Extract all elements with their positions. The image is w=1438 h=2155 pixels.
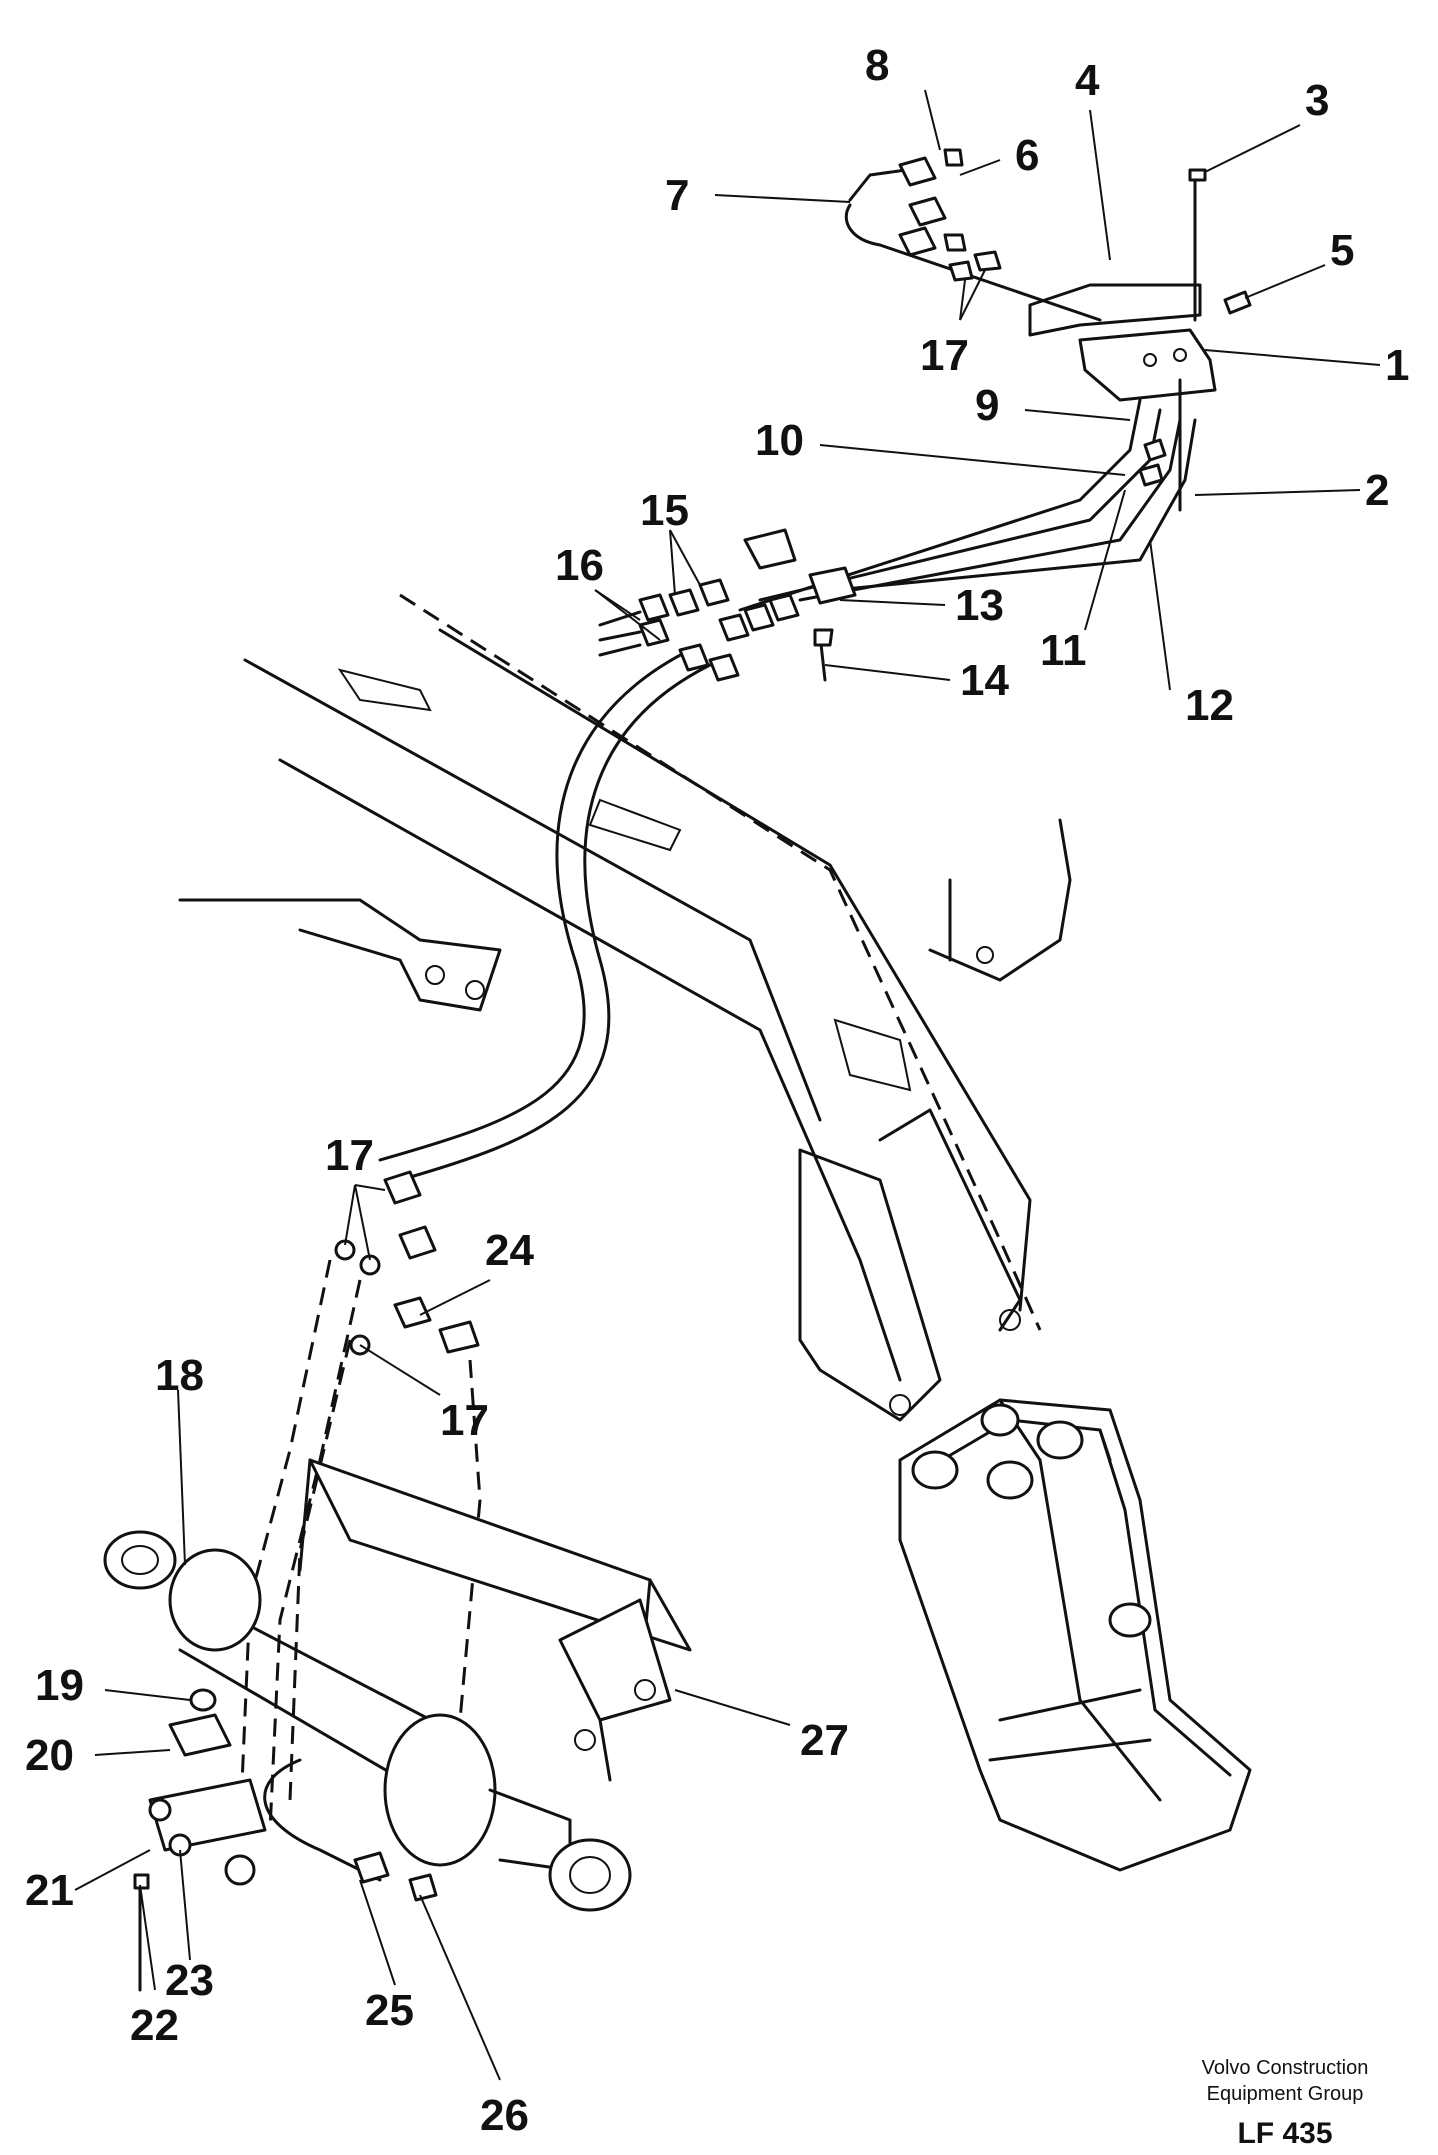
label-16: 16 xyxy=(555,541,604,590)
label-3: 3 xyxy=(1305,76,1329,125)
middle-connectors xyxy=(598,438,1167,682)
valve-block xyxy=(1028,168,1252,512)
label-18: 18 xyxy=(155,1351,204,1400)
part-labels: 1 2 3 4 5 6 7 8 9 10 11 12 13 14 15 16 1… xyxy=(25,41,1409,2140)
lower-fittings xyxy=(334,1170,480,1356)
attachment-frame xyxy=(898,1398,1252,1872)
label-8: 8 xyxy=(865,41,889,90)
label-5: 5 xyxy=(1330,226,1354,275)
label-17-low: 17 xyxy=(440,1396,489,1445)
small-parts xyxy=(133,1688,438,1992)
label-21: 21 xyxy=(25,1866,74,1915)
publisher-caption: Volvo Construction Equipment Group LF 43… xyxy=(1160,2055,1410,2151)
label-27: 27 xyxy=(800,1716,849,1765)
label-25: 25 xyxy=(365,1986,414,2035)
label-7: 7 xyxy=(665,171,689,220)
label-19: 19 xyxy=(35,1661,84,1710)
diagram-code: LF 435 xyxy=(1237,2117,1333,2150)
caption-line-2: Equipment Group xyxy=(1206,2083,1364,2105)
label-14: 14 xyxy=(960,656,1009,705)
label-24: 24 xyxy=(485,1226,534,1275)
upper-fittings xyxy=(844,148,1102,322)
label-23: 23 xyxy=(165,1956,214,2005)
label-15: 15 xyxy=(640,486,689,535)
label-2: 2 xyxy=(1365,466,1389,515)
label-20: 20 xyxy=(25,1731,74,1780)
label-4: 4 xyxy=(1075,56,1100,105)
label-13: 13 xyxy=(955,581,1004,630)
label-10: 10 xyxy=(755,416,804,465)
label-12: 12 xyxy=(1185,681,1234,730)
leader-lines xyxy=(74,89,1381,2081)
label-17-mid: 17 xyxy=(325,1131,374,1180)
label-6: 6 xyxy=(1015,131,1039,180)
hydraulic-cylinder xyxy=(103,1458,692,1912)
label-9: 9 xyxy=(975,381,999,430)
label-1: 1 xyxy=(1385,341,1409,390)
caption-line-1: Volvo Construction xyxy=(1201,2057,1369,2079)
label-17-top: 17 xyxy=(920,331,969,380)
label-11: 11 xyxy=(1040,626,1087,675)
hydraulic-hoses xyxy=(238,398,1197,1882)
label-26: 26 xyxy=(480,2091,529,2140)
boom-arm xyxy=(178,593,1072,1422)
label-22: 22 xyxy=(130,2001,179,2050)
